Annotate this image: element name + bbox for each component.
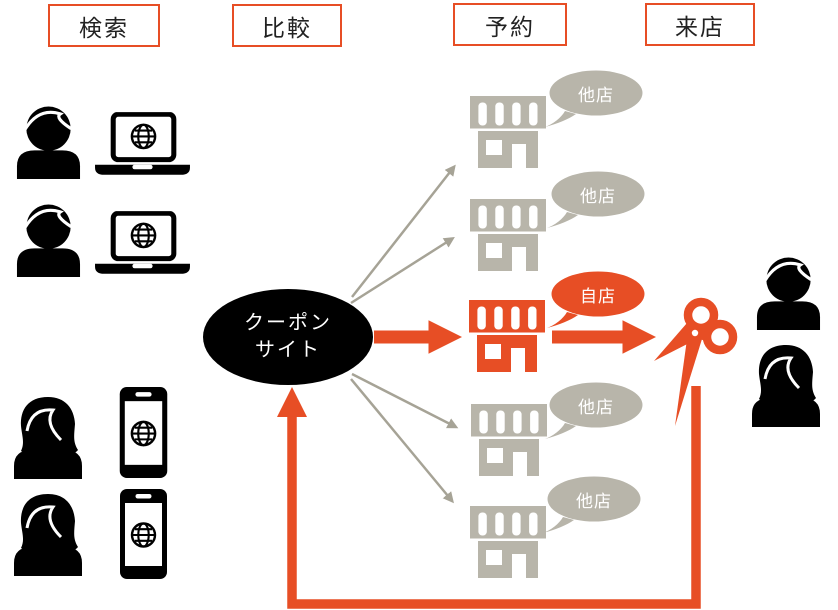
stage-box-compare: 比較 bbox=[232, 4, 342, 47]
storefront-icon-other-2 bbox=[470, 199, 546, 271]
male-user-icon bbox=[755, 255, 822, 330]
coupon-site-label-line2: サイト bbox=[255, 339, 321, 361]
laptop-globe-icon bbox=[92, 211, 193, 278]
speech-bubble-icon: 自店 bbox=[545, 271, 645, 329]
storefront-icon-other-4 bbox=[470, 506, 546, 578]
speech-bubble-icon: 他店 bbox=[543, 70, 643, 128]
stage-box-visit: 来店 bbox=[645, 3, 755, 46]
bubble-label-other-4: 他店 bbox=[576, 491, 612, 511]
stage-box-reserve: 予約 bbox=[453, 3, 567, 46]
scissors-icon bbox=[650, 291, 740, 431]
female-user-icon bbox=[748, 343, 824, 427]
female-user-icon bbox=[11, 492, 85, 576]
bubble-label-own: 自店 bbox=[580, 286, 616, 306]
speech-bubble-icon: 他店 bbox=[545, 171, 645, 229]
storefront-icon-own bbox=[469, 300, 545, 372]
feedback-loop-line bbox=[287, 386, 701, 609]
bubble-label-other-3: 他店 bbox=[578, 397, 614, 417]
stage-label-search: 検索 bbox=[79, 14, 129, 41]
smartphone-globe-icon bbox=[118, 386, 169, 479]
male-user-icon bbox=[15, 104, 82, 179]
storefront-icon-other-1 bbox=[470, 96, 546, 168]
stage-box-search: 検索 bbox=[48, 4, 160, 47]
laptop-globe-icon bbox=[92, 112, 193, 179]
stage-label-visit: 来店 bbox=[675, 13, 725, 40]
feedback-loop-arrowhead bbox=[277, 387, 307, 417]
male-user-icon bbox=[15, 202, 82, 277]
stage-label-reserve: 予約 bbox=[485, 13, 535, 40]
storefront-icon-other-3 bbox=[471, 404, 547, 476]
coupon-site-ellipse: クーポン サイト bbox=[203, 289, 373, 385]
speech-bubble-icon: 他店 bbox=[541, 476, 641, 534]
female-user-icon bbox=[11, 395, 85, 479]
bubble-label-other-1: 他店 bbox=[578, 85, 614, 105]
gray-arrow-group bbox=[350, 164, 459, 504]
coupon-site-label-line1: クーポン bbox=[244, 312, 332, 335]
speech-bubble-icon: 他店 bbox=[543, 382, 643, 440]
stage-label-compare: 比較 bbox=[262, 14, 312, 41]
smartphone-globe-icon bbox=[118, 488, 169, 580]
bubble-label-other-2: 他店 bbox=[580, 186, 616, 206]
